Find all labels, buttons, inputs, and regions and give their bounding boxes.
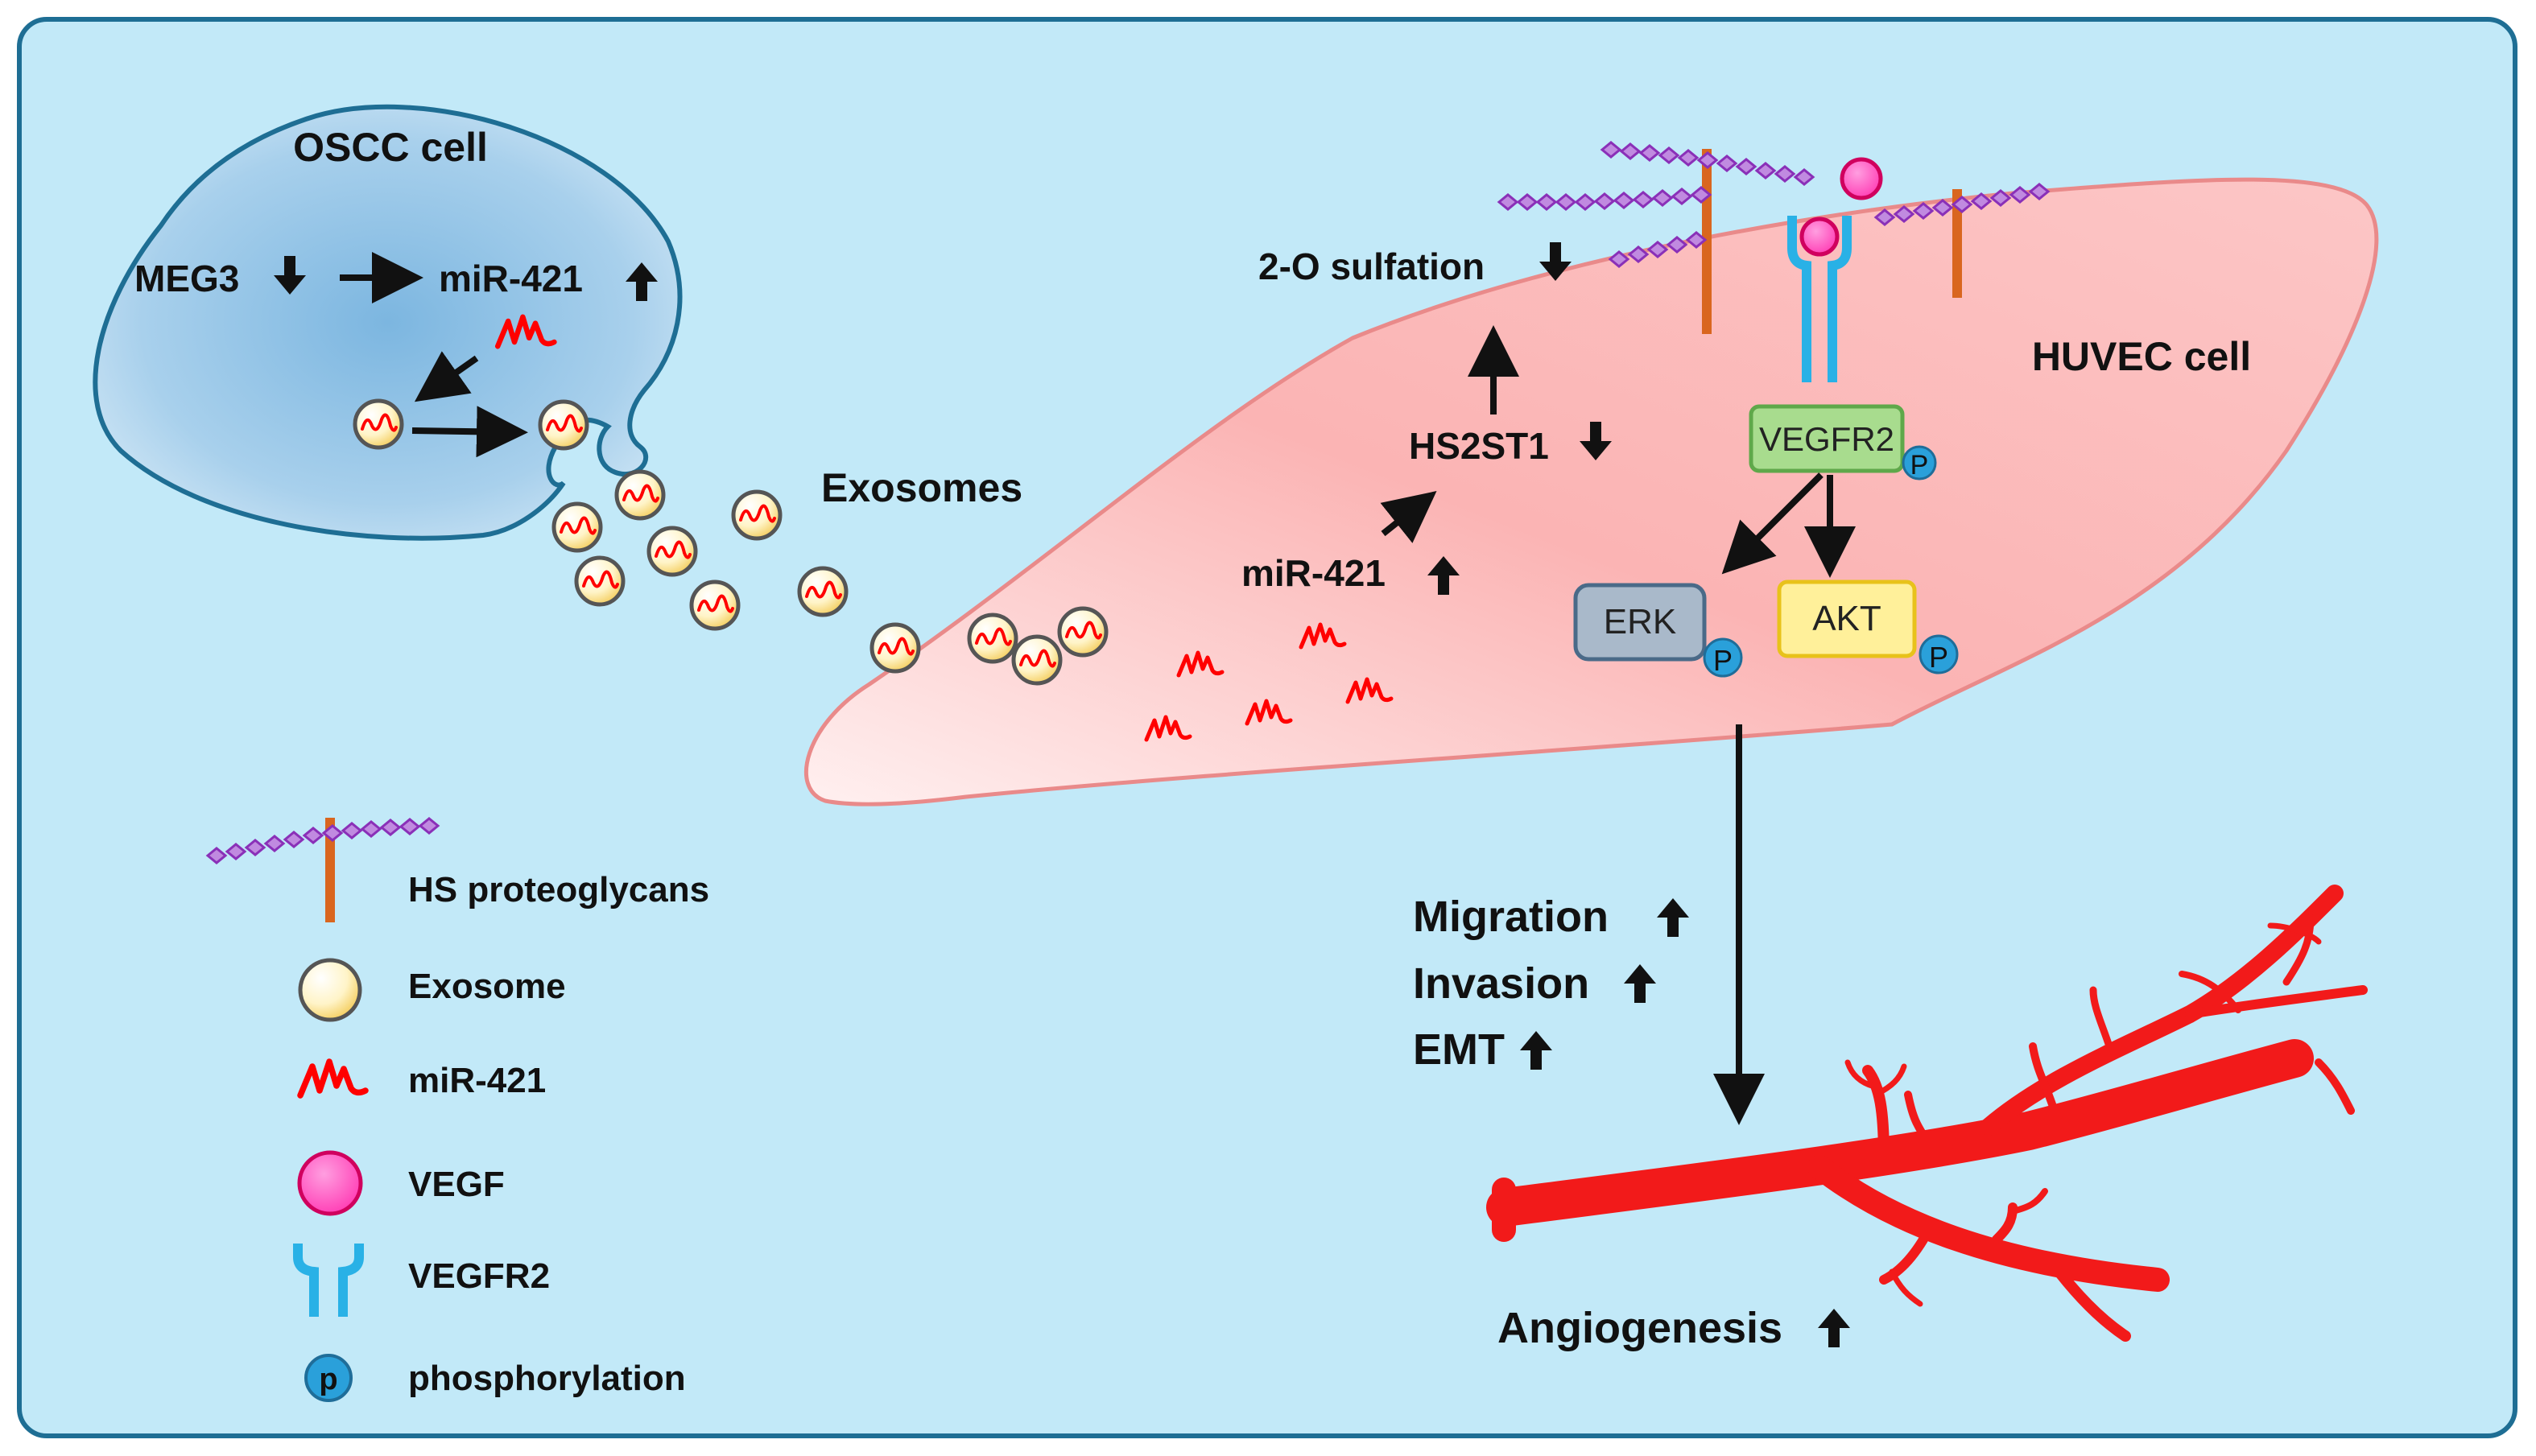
akt-box (1777, 580, 1917, 658)
mir-to-hs2st1-arrow (1380, 491, 1437, 543)
angiogenesis-label: Angiogenesis (1497, 1304, 1782, 1352)
huvec-cell (803, 177, 2379, 806)
exosome-icon (576, 558, 623, 604)
svg-text:p: p (319, 1363, 337, 1396)
legend-vegf-label: VEGF (408, 1165, 505, 1204)
mir-to-exosome-arrow (414, 351, 479, 402)
meg3-label: MEG3 (134, 258, 239, 299)
exosome-icon (355, 401, 402, 448)
svg-text:P: P (1713, 644, 1733, 677)
exosome-icon (872, 625, 919, 671)
exosome-icon (617, 472, 663, 518)
vegfr2-box (1749, 404, 1905, 473)
exosome-icon (1014, 637, 1060, 683)
exosome-icon (649, 528, 696, 575)
erk-box (1573, 583, 1707, 662)
vegf-legend-icon (297, 1150, 363, 1216)
erk-label: ERK (1604, 602, 1676, 641)
mir421-huvec-label: miR-421 (1241, 552, 1386, 594)
akt-label: AKT (1812, 599, 1881, 638)
invasion-label: Invasion (1413, 959, 1589, 1008)
emt-label: EMT (1413, 1025, 1505, 1074)
exosome-icon (733, 492, 780, 538)
migration-label: Migration (1413, 893, 1609, 941)
exosome-icon (554, 504, 601, 551)
phospho-icon: P (1902, 445, 1937, 481)
hs2st1-label: HS2ST1 (1409, 425, 1549, 467)
vegf-icon (1840, 157, 1883, 200)
exosome-icon (799, 568, 846, 615)
hs-proteoglycan-legend-icon (206, 817, 440, 922)
hs-proteoglycans (1497, 141, 2050, 334)
huvec-cell-title: HUVEC cell (2032, 334, 2251, 379)
legend-hs-label: HS proteoglycans (408, 870, 709, 909)
exosome-icon (692, 582, 738, 629)
legend-vegfr2-label: VEGFR2 (408, 1256, 550, 1296)
legend: HS proteoglycans Exosome miR-421 VEGF VE… (206, 817, 709, 1402)
svg-text:P: P (1929, 641, 1948, 674)
vegfr2-receptor-icon (1787, 216, 1852, 382)
exosome-icon (969, 615, 1016, 662)
vegf-icon (1799, 217, 1840, 257)
svg-text:P: P (1910, 450, 1929, 481)
vegfr2-legend-icon (293, 1244, 364, 1317)
exosome-legend-icon (298, 958, 362, 1022)
phospho-icon: P (1919, 634, 1959, 674)
blood-vessel-icon (1486, 885, 2368, 1342)
exosome-transport-arrow (411, 406, 528, 458)
legend-exosome-label: Exosome (408, 967, 566, 1006)
legend-mir-label: miR-421 (408, 1061, 546, 1100)
exosome-icon (540, 402, 587, 448)
sulfation-label: 2-O sulfation (1258, 245, 1485, 287)
mir421-oscc-label: miR-421 (439, 258, 583, 299)
exosomes-label: Exosomes (821, 465, 1022, 510)
phospho-legend-icon: p (304, 1354, 353, 1402)
oscc-cell-title: OSCC cell (293, 125, 488, 170)
legend-phos-label: phosphorylation (408, 1359, 686, 1398)
vegfr2-label: VEGFR2 (1759, 420, 1894, 458)
phospho-icon: P (1703, 637, 1743, 678)
vegfr2-to-erk-arrow (1721, 472, 1824, 575)
exosome-icon (1059, 608, 1106, 655)
